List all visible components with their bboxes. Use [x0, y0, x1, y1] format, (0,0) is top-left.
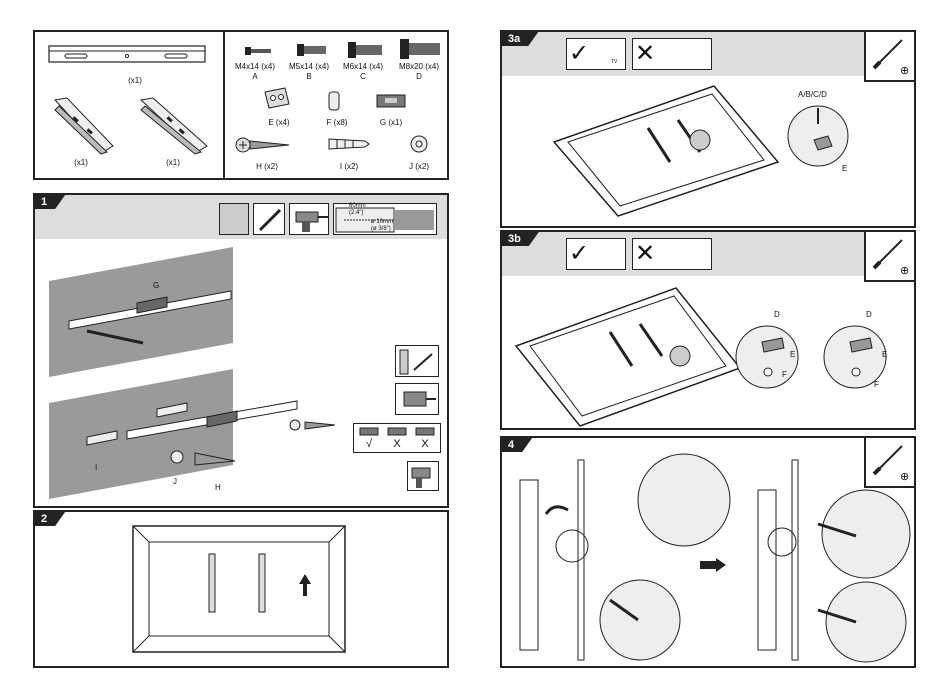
drill-depth-label: 60mm: [349, 203, 366, 209]
screw-a-size: M4x14 (x4): [235, 62, 275, 71]
tick-icon: ✓: [569, 39, 589, 68]
drill-hint-box: [395, 383, 439, 415]
tv-bracket-right-drawing: [135, 96, 215, 158]
screw-d-icon: [400, 39, 442, 59]
callout-e-3b-2: E: [882, 350, 887, 359]
step-2-number: 2: [35, 512, 65, 526]
step-3b-panel: 3b ✓ ✕ ⊕ D E F D E F: [500, 230, 916, 430]
tv-back-attach-drawing-3b: [514, 286, 744, 426]
screw-b-icon: [297, 42, 329, 58]
anchor-i-icon: [327, 136, 371, 152]
direction-arrow: [700, 558, 726, 572]
wall-install-illustration: [47, 367, 337, 499]
screw-a-letter: A: [252, 72, 257, 81]
callout-f-3b-2: F: [874, 380, 879, 389]
tv-back-attach-drawing: [552, 84, 782, 216]
screw-a-icon: [245, 44, 273, 58]
bracket-right-qty: (x1): [166, 158, 180, 167]
spacer-plate-e-icon: [263, 86, 291, 112]
callout-f-3b-1: F: [782, 370, 787, 379]
screw-b-size: M5x14 (x4): [289, 62, 329, 71]
cross-icon-3b: ✕: [635, 239, 655, 268]
parts-list-panel: (x1) (x1) (x1) M4x14 (x4) A M5x14 (x4) B…: [33, 30, 449, 180]
callout-e-3b-1: E: [790, 350, 795, 359]
callout-d-3b-1: D: [774, 310, 780, 319]
rail-qty: (x1): [128, 76, 142, 85]
correct-orientation-box-3b: ✓: [566, 238, 626, 270]
tv-bracket-left-drawing: [49, 96, 119, 158]
level-mark-ok: √: [366, 438, 372, 450]
part-h-label: H (x2): [256, 162, 278, 171]
step-4-panel: 4 ⊕: [500, 436, 916, 668]
screw-c-icon: [348, 41, 384, 59]
screw-b-letter: B: [306, 72, 311, 81]
detail-zoom-circle: [786, 104, 850, 168]
screwdriver-tool-box-3b: ⊕: [864, 232, 914, 282]
callout-d-3b-2: D: [866, 310, 872, 319]
callout-j: J: [173, 477, 177, 486]
washer-f-icon: [327, 90, 341, 112]
level-mark-bad-1: X: [393, 438, 400, 450]
correct-orientation-box: ✓ TV: [566, 38, 626, 70]
drill-hint-box-2: [407, 461, 439, 491]
callout-i: I: [95, 463, 97, 472]
mark-hint-box: [395, 345, 439, 377]
wall-mark-illustration: [47, 245, 247, 377]
cross-icon: ✕: [635, 39, 655, 68]
part-j-label: J (x2): [409, 162, 429, 171]
tick-icon-3b: ✓: [569, 239, 589, 268]
screw-d-letter: D: [416, 72, 422, 81]
step-2-panel: 2: [33, 510, 449, 668]
tv-label: TV: [611, 59, 617, 65]
wrong-orientation-box-3b: ✕: [632, 238, 712, 270]
drill-diameter-label: ø 10mm: [371, 219, 393, 225]
callout-e-3a: E: [842, 164, 847, 173]
callout-h: H: [215, 483, 221, 492]
step-1-panel: 1 60mm (2.4") ø 10mm (ø 3/8") G I J: [33, 193, 449, 508]
callout-g: G: [153, 281, 159, 290]
wall-rail-drawing: [47, 40, 209, 70]
washer-j-icon: [409, 134, 429, 154]
tv-back-bracket-drawing: [131, 524, 347, 654]
level-check-box: √ X X: [353, 423, 441, 453]
wrong-orientation-box: ✕: [632, 38, 712, 70]
hang-tv-illustration-right: [752, 450, 912, 664]
wall-tool-icon: [219, 203, 249, 235]
screw-c-letter: C: [360, 72, 366, 81]
level-g-icon: [375, 92, 409, 110]
hang-tv-illustration-left: [518, 450, 688, 664]
phillips-icon-3b: ⊕: [900, 264, 909, 277]
drill-diameter-label-inch: (ø 3/8"): [371, 226, 391, 232]
screw-d-size: M8x20 (x4): [399, 62, 439, 71]
phillips-icon: ⊕: [900, 64, 909, 77]
part-g-label: G (x1): [380, 118, 402, 127]
part-i-label: I (x2): [340, 162, 358, 171]
screwdriver-tool-box: ⊕: [864, 32, 914, 82]
step-3a-panel: 3a ✓ TV ✕ ⊕ A/B/C/D E: [500, 30, 916, 228]
part-f-label: F (x8): [327, 118, 348, 127]
callout-screw-sizes: A/B/C/D: [798, 90, 827, 99]
wood-screw-h-icon: [235, 136, 291, 154]
parts-divider: [223, 32, 225, 178]
drill-icon: [289, 203, 329, 235]
drill-depth-label-inch: (2.4"): [349, 210, 363, 216]
screw-c-size: M6x14 (x4): [343, 62, 383, 71]
pencil-icon: [253, 203, 285, 235]
bracket-left-qty: (x1): [74, 158, 88, 167]
level-mark-bad-2: X: [421, 438, 428, 450]
part-e-label: E (x4): [268, 118, 289, 127]
